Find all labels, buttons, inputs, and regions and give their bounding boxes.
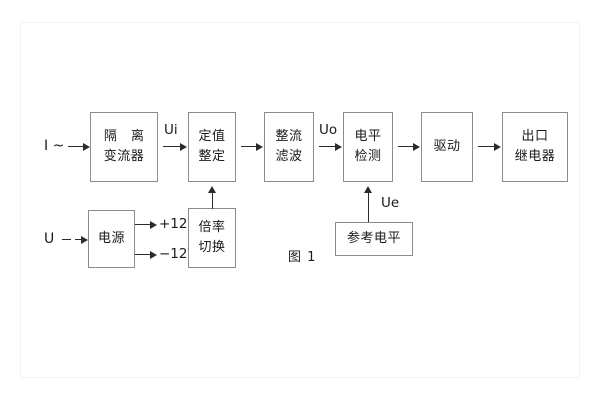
block-isolation-ct[interactable]: 隔 离 变流器 [90, 112, 158, 182]
block-power-supply[interactable]: 电源 [88, 210, 135, 268]
block-ratio-switch-line1: 倍率 [198, 219, 226, 235]
connector-isolation-to-setting [163, 146, 180, 147]
block-ratio-switch-line2: 切换 [198, 240, 226, 255]
block-ratio-switch[interactable]: 倍率 切换 [188, 208, 236, 268]
connector-power-minus12v [135, 254, 152, 255]
arrow-level-to-drive [413, 142, 420, 151]
block-rectify-filter-line1: 整流 [275, 128, 303, 144]
figure-caption: 图 1 [288, 250, 317, 265]
block-power-supply-line1: 电源 [97, 230, 125, 246]
connector-power-plus12v [135, 224, 152, 225]
block-isolation-ct-line2: 变流器 [103, 149, 145, 164]
block-rectify-filter-line2: 滤波 [275, 149, 303, 164]
arrow-power-minus12v [150, 250, 157, 259]
connector-voltage-lead-a [62, 239, 71, 240]
figure-outer-frame [20, 22, 580, 378]
arrow-isolation-to-setting [180, 142, 187, 151]
voltage-input-label: U [44, 231, 55, 247]
block-output-relay[interactable]: 出口 继电器 [502, 112, 568, 182]
connector-ratio-to-setting [212, 192, 213, 209]
arrow-current-to-isolation [83, 142, 90, 151]
block-rectify-filter[interactable]: 整流 滤波 [264, 112, 314, 182]
signal-label-uo: Uo [319, 122, 338, 138]
block-level-detect-line1: 电平 [354, 128, 382, 144]
arrow-ratio-to-setting [208, 186, 217, 193]
signal-label-ue: Ue [381, 195, 400, 211]
label-minus-12v: −12V [159, 246, 197, 262]
block-drive[interactable]: 驱动 [421, 112, 473, 182]
connector-voltage-to-power [75, 239, 83, 240]
block-reference-level-line1: 参考电平 [346, 230, 401, 246]
block-level-detect[interactable]: 电平 检测 [343, 112, 393, 182]
arrow-drive-to-relay [494, 142, 501, 151]
block-reference-level[interactable]: 参考电平 [335, 222, 413, 256]
block-setting-value-line1: 定值 [198, 128, 226, 144]
signal-label-ui: Ui [164, 122, 178, 138]
arrow-rectify-to-level [335, 142, 342, 151]
arrow-voltage-to-power [81, 235, 88, 244]
connector-drive-to-relay [478, 146, 494, 147]
current-input-label: I ~ [44, 138, 65, 154]
label-plus-12v: +12V [159, 216, 197, 232]
arrow-setting-to-rectify [256, 142, 263, 151]
arrow-power-plus12v [150, 220, 157, 229]
connector-current-to-isolation [68, 146, 83, 147]
connector-level-to-drive [398, 146, 413, 147]
block-level-detect-line2: 检测 [354, 149, 382, 164]
block-drive-line1: 驱动 [433, 138, 461, 154]
block-output-relay-line2: 继电器 [514, 149, 556, 164]
connector-setting-to-rectify [241, 146, 256, 147]
connector-rectify-to-level [319, 146, 335, 147]
block-output-relay-line1: 出口 [521, 128, 549, 144]
arrow-reference-to-level [364, 186, 373, 193]
block-setting-value[interactable]: 定值 整定 [188, 112, 236, 182]
block-isolation-ct-line1: 隔 离 [103, 128, 150, 144]
block-setting-value-line2: 整定 [198, 149, 226, 164]
connector-reference-to-level [368, 191, 369, 222]
